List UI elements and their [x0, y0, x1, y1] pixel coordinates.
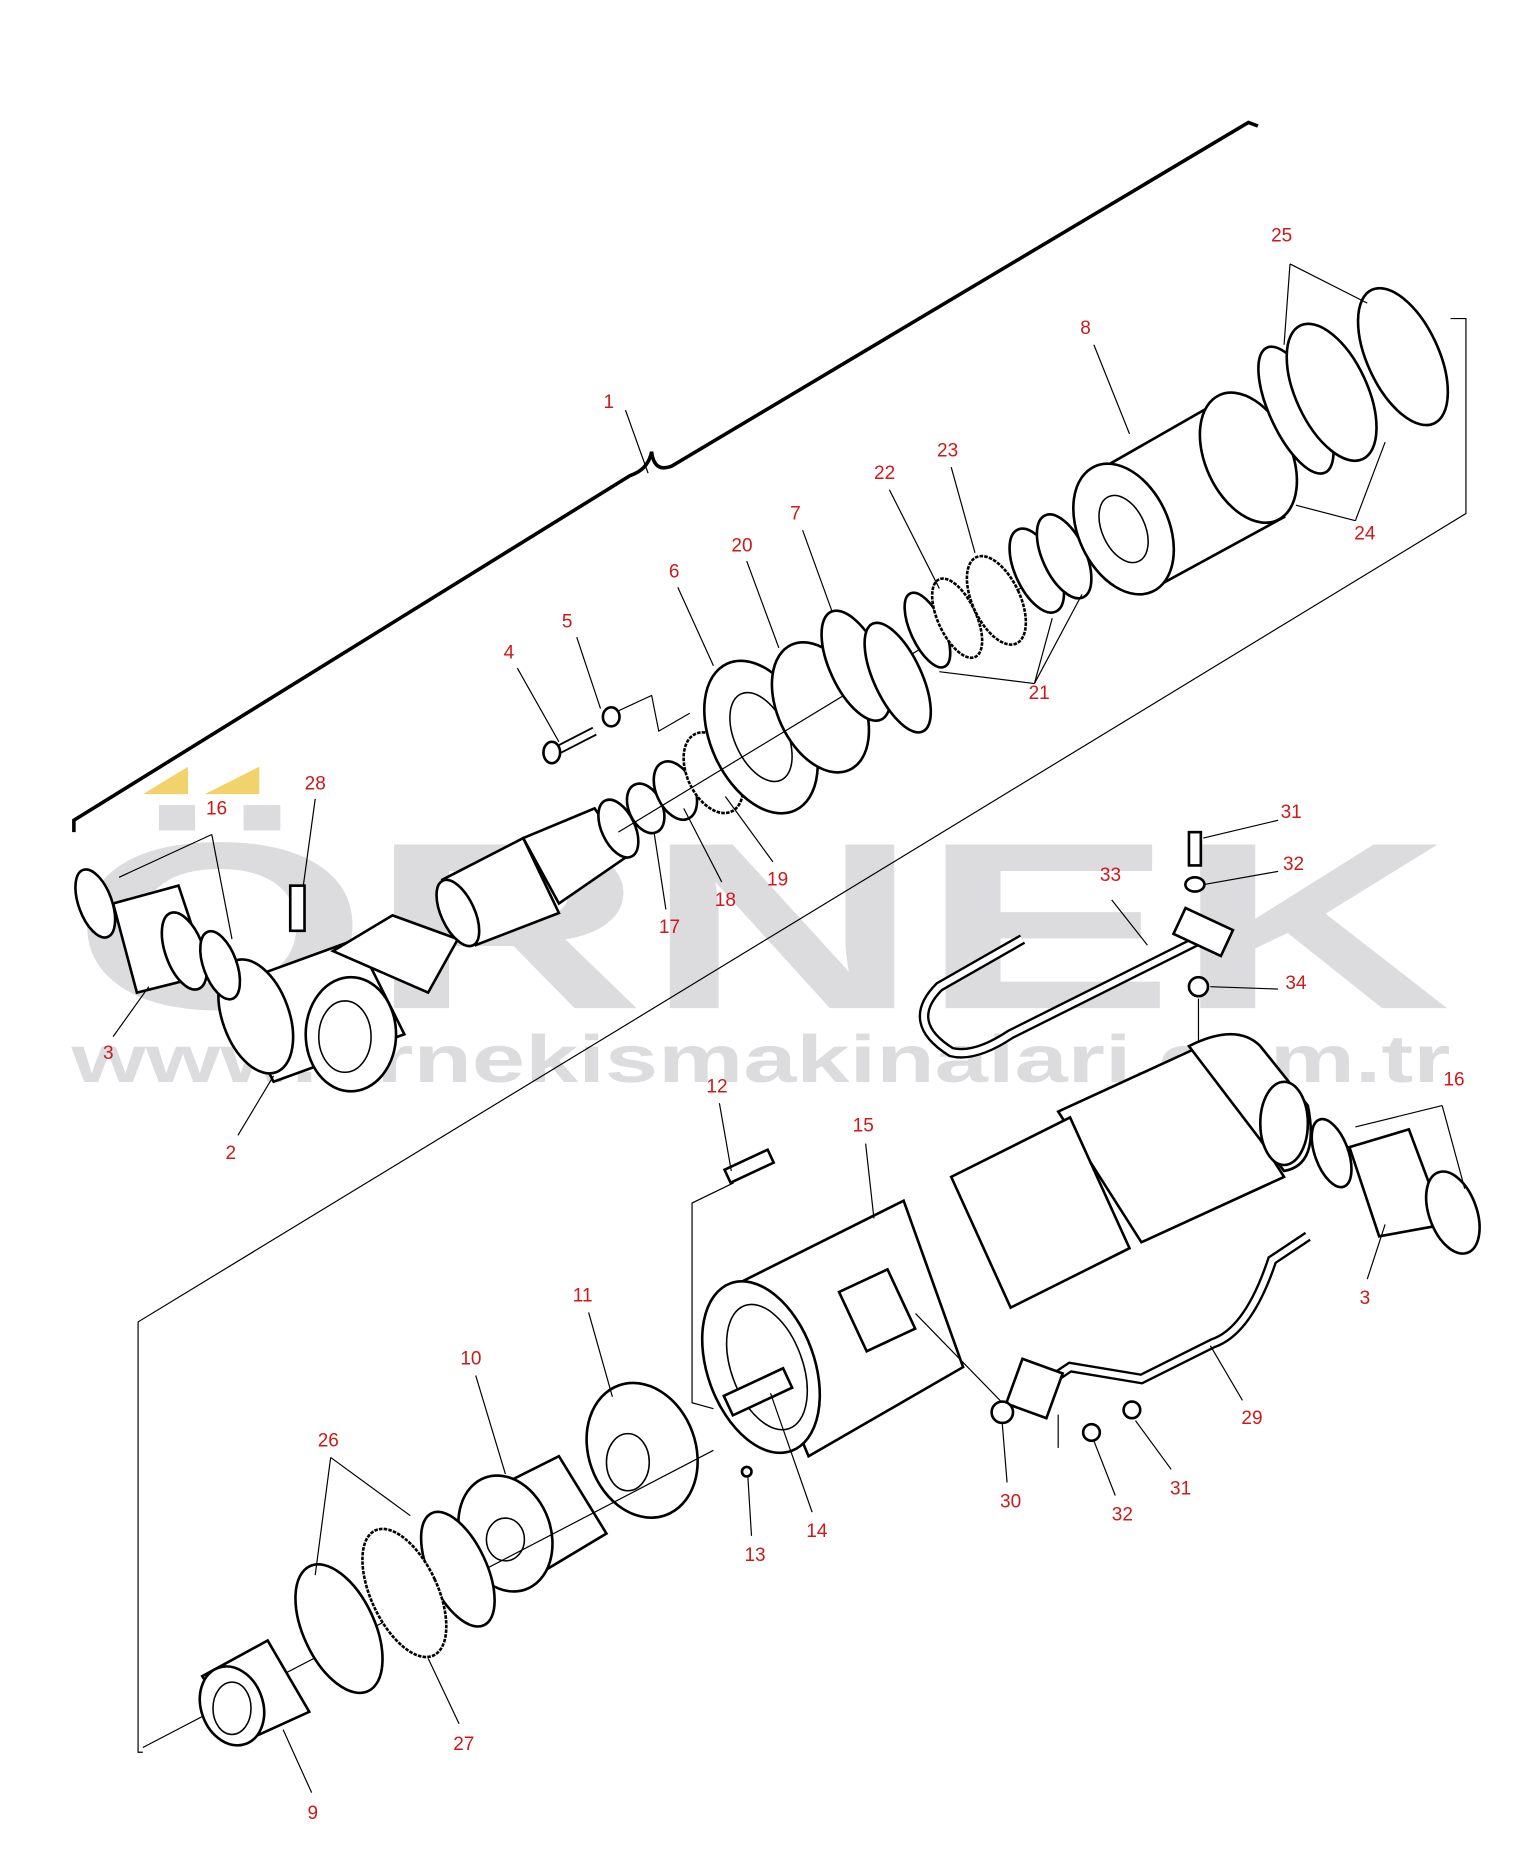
assembly-bracket-line: [72, 120, 1259, 833]
part-label-26: 26: [318, 1431, 339, 1452]
part-label-5: 5: [562, 612, 573, 633]
part-label-20: 20: [731, 536, 752, 557]
bushing-part: [198, 1638, 312, 1747]
part-label-13: 13: [744, 1545, 765, 1566]
part-label-6: 6: [669, 562, 680, 583]
part-label-7: 7: [790, 503, 801, 524]
part-label-3: 3: [103, 1043, 114, 1064]
part-label-9: 9: [308, 1803, 319, 1824]
rod-subassembly-outline: [137, 317, 1467, 1753]
part-label-30: 30: [1000, 1491, 1021, 1512]
part-label-31: 31: [1281, 802, 1302, 823]
part-label-16: 16: [1443, 1069, 1464, 1090]
part-label-4: 4: [504, 643, 515, 664]
ball: [740, 1465, 753, 1478]
part-label-32: 32: [1112, 1504, 1133, 1525]
part-label-23: 23: [937, 440, 958, 461]
piston-part: [1072, 391, 1299, 596]
screw: [722, 1147, 776, 1185]
grease-nipple: [288, 884, 306, 933]
leader-lines: [112, 263, 1466, 1793]
part-labels: 1 25 8 23 22 7 20 6 5 4 24 21 28 16 19 1…: [103, 225, 1465, 1824]
part-label-1: 1: [604, 392, 615, 413]
piston-ring: [1285, 322, 1378, 463]
part-label-21: 21: [1029, 683, 1050, 704]
flange: [1171, 906, 1235, 958]
piston-rod-part: [435, 798, 640, 948]
part-label-14: 14: [806, 1521, 828, 1542]
part-label-2: 2: [226, 1143, 237, 1164]
wear-ring: [361, 1527, 448, 1659]
part-label-29: 29: [1241, 1408, 1262, 1429]
watermark-accent: [204, 766, 260, 795]
part-label-3: 3: [1360, 1288, 1371, 1309]
part-label-15: 15: [853, 1116, 874, 1137]
part-label-24: 24: [1354, 524, 1376, 545]
part-label-22: 22: [874, 463, 895, 484]
part-label-10: 10: [460, 1349, 481, 1370]
part-label-12: 12: [706, 1076, 727, 1097]
piston-ring: [1356, 286, 1450, 427]
part-label-19: 19: [767, 870, 788, 891]
seal-ring: [965, 554, 1028, 646]
bolt-part: [542, 706, 621, 765]
seal-ring: [294, 1563, 384, 1695]
part-label-34: 34: [1285, 973, 1307, 994]
part-label-32: 32: [1283, 854, 1304, 875]
part-label-27: 27: [453, 1734, 474, 1755]
part-label-25: 25: [1271, 225, 1292, 246]
part-label-16: 16: [206, 798, 227, 819]
backup-ring: [863, 621, 933, 734]
part-label-31: 31: [1170, 1478, 1191, 1499]
watermark-accent: [142, 766, 189, 795]
nut-part: [585, 1381, 699, 1519]
part-label-33: 33: [1100, 865, 1121, 886]
bushing-left: [74, 868, 242, 1001]
valve-part: [722, 1366, 794, 1418]
part-label-8: 8: [1080, 318, 1091, 339]
part-label-28: 28: [305, 773, 326, 794]
part-label-17: 17: [659, 917, 680, 938]
cylinder-tube-part: [700, 1032, 1312, 1459]
part-label-18: 18: [715, 890, 736, 911]
part-label-11: 11: [573, 1286, 593, 1307]
